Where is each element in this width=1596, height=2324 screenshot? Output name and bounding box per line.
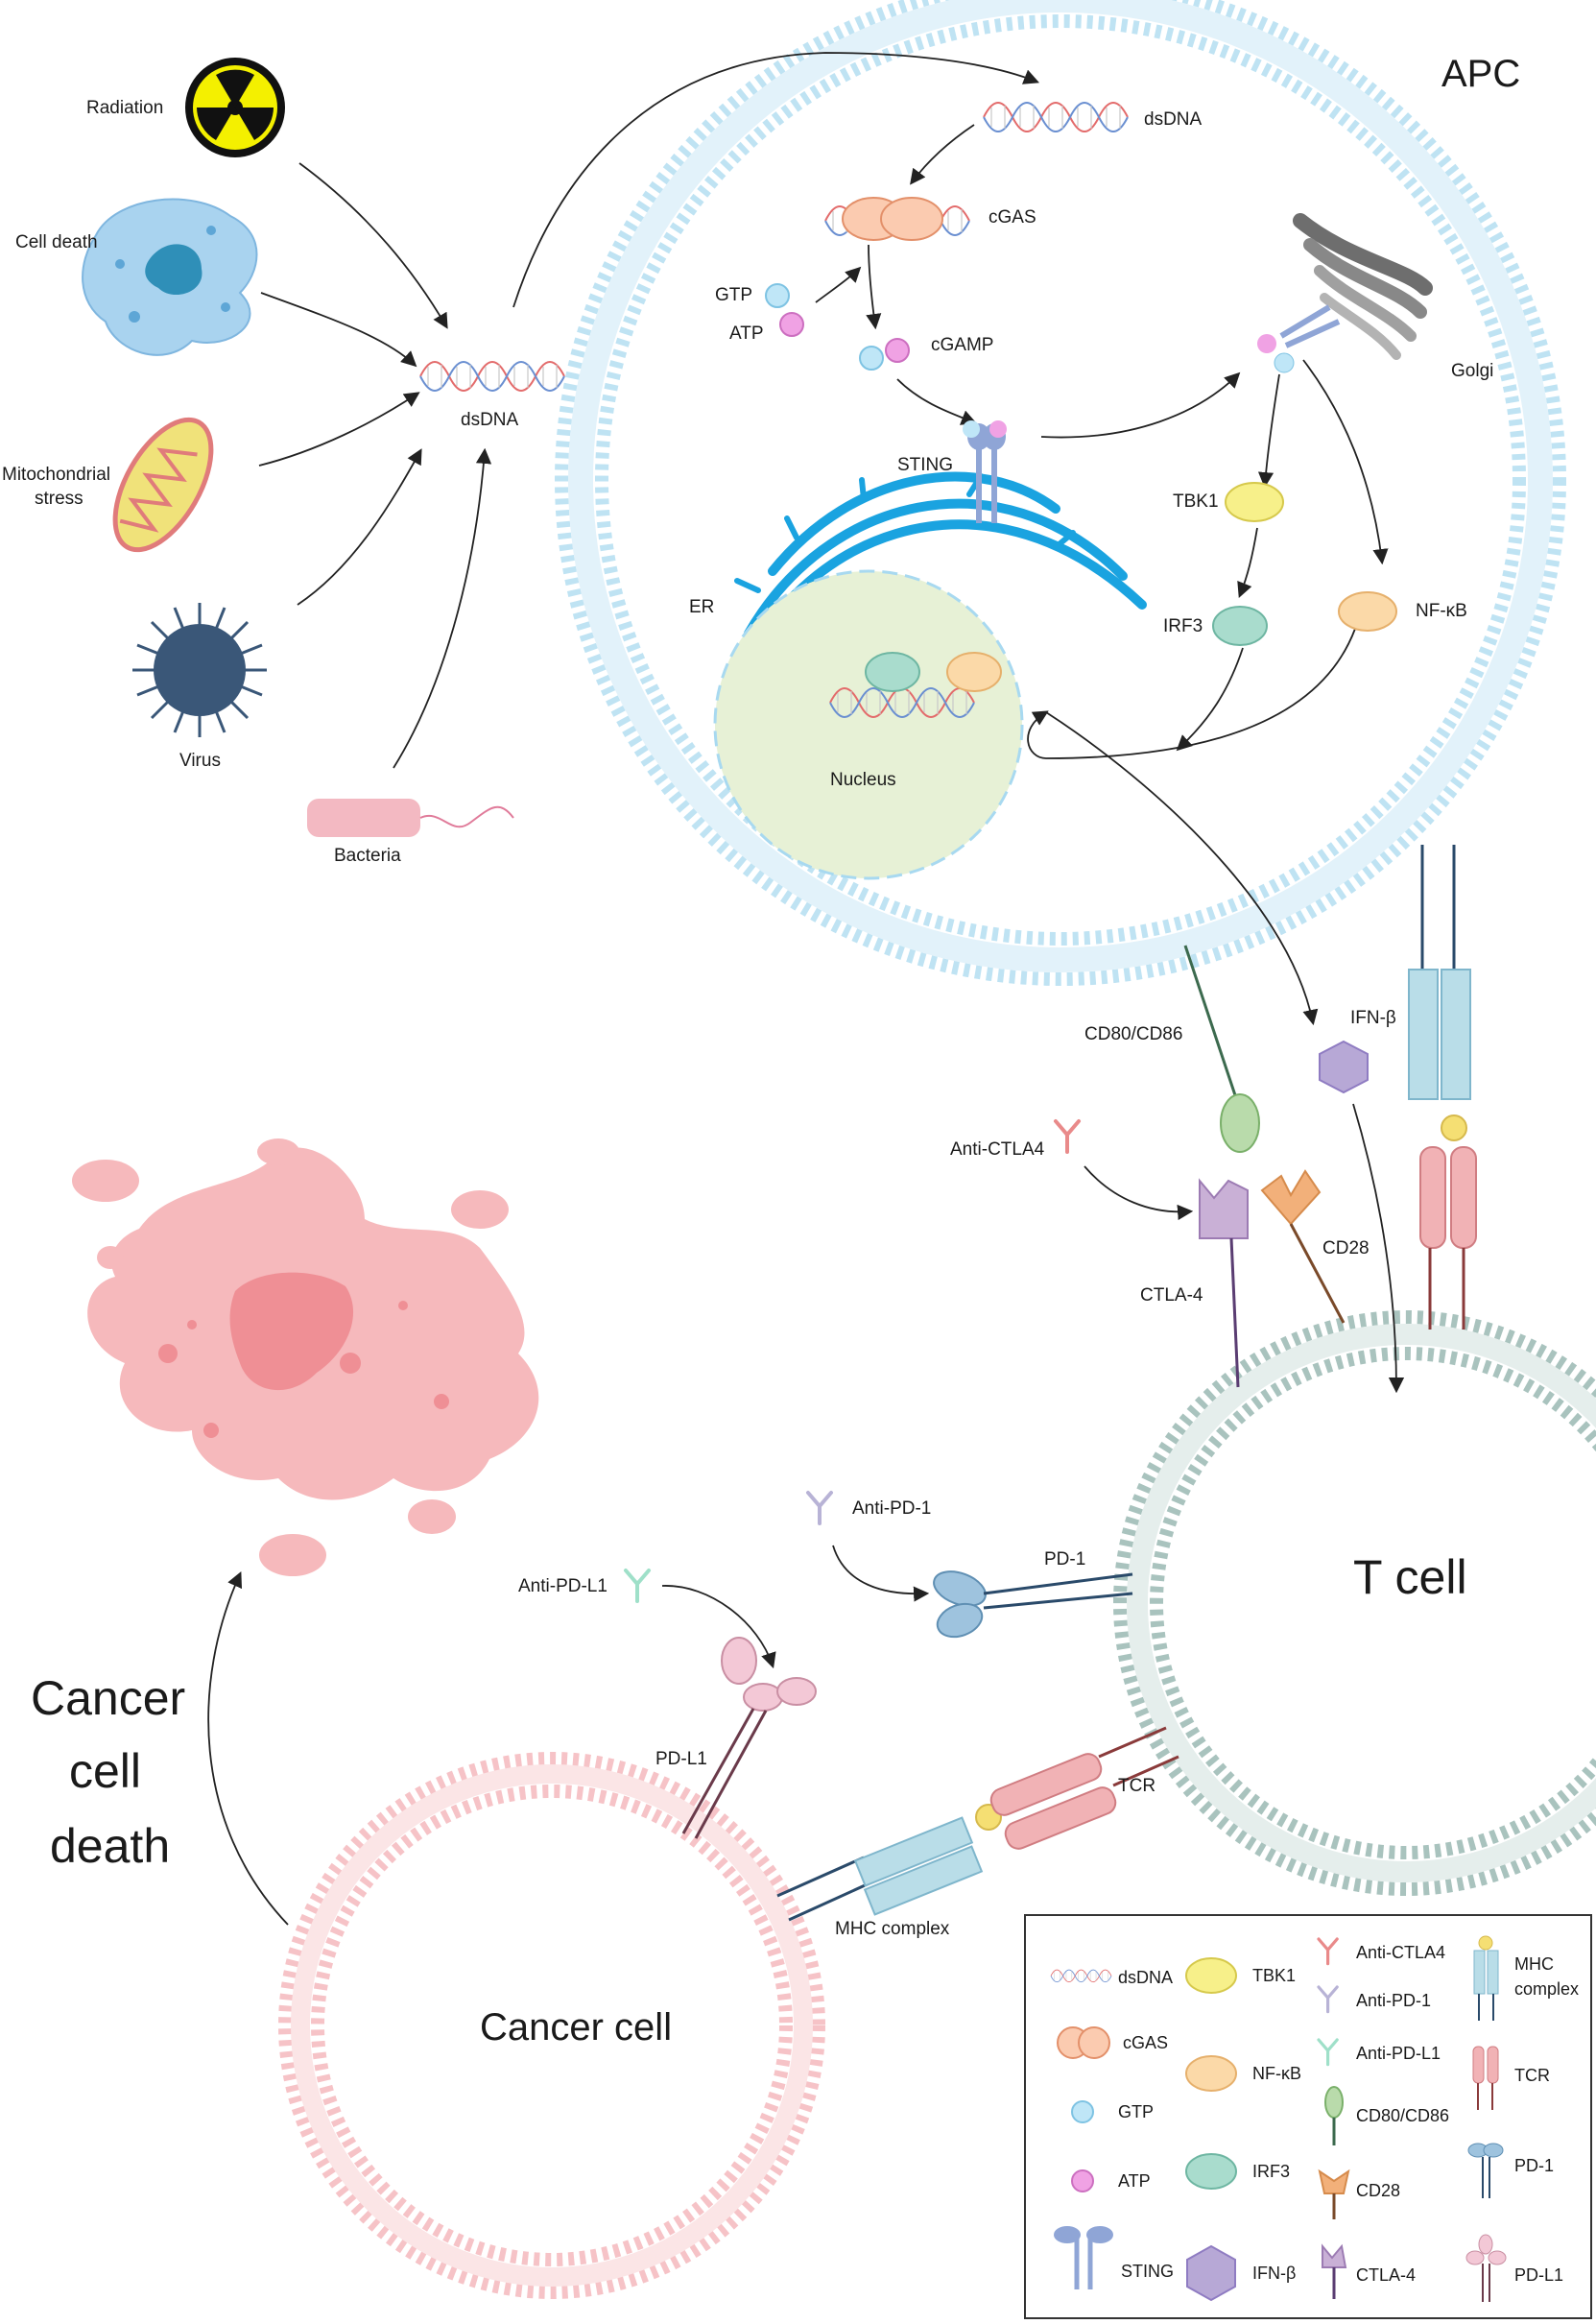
legend-gtp: GTP (1118, 2102, 1154, 2121)
label-cgamp: cGAMP (931, 335, 993, 355)
label-cell-death: Cell death (15, 232, 98, 252)
label-bacteria: Bacteria (334, 846, 401, 866)
cell-death-icon (82, 198, 258, 356)
label-pd1: PD-1 (1044, 1549, 1085, 1569)
anti-pd1-antibody (806, 1491, 833, 1525)
label-ccd-line2: cell (69, 1744, 141, 1798)
radiation-icon (185, 58, 285, 157)
label-cancer-cell: Cancer cell (480, 2006, 672, 2048)
dsdna-icon (419, 361, 565, 392)
cancer-cell (278, 1752, 825, 2299)
cgamp-molecule (859, 338, 910, 371)
legend-dsdna: dsDNA (1118, 1968, 1173, 1987)
label-cd28: CD28 (1322, 1238, 1370, 1258)
cd80-cd86-molecule (1220, 1093, 1260, 1153)
cancer-cell-debris-icon (72, 1138, 539, 1576)
tcell-tcr-top (1419, 1146, 1477, 1330)
sting-golgi-icon (1257, 304, 1341, 373)
label-ccd-line1: Cancer (31, 1671, 185, 1725)
label-cgas: cGAS (989, 207, 1036, 228)
legend-tcr: TCR (1514, 2066, 1550, 2085)
legend-mhc-line1: MHC (1514, 1954, 1554, 1974)
legend-tbk1: TBK1 (1252, 1966, 1296, 1985)
apc-cell (555, 0, 1566, 986)
legend-cgas: cGAS (1123, 2033, 1168, 2052)
label-atp: ATP (729, 323, 764, 344)
legend-atp: ATP (1118, 2171, 1151, 2191)
anti-pdl1-antibody (624, 1569, 651, 1603)
label-t-cell: T cell (1353, 1550, 1467, 1604)
label-anti-pdl1: Anti-PD-L1 (518, 1576, 607, 1596)
label-mito-line2: stress (35, 489, 83, 509)
label-ifnb: IFN-β (1350, 1008, 1396, 1028)
label-mhc-complex: MHC complex (835, 1919, 950, 1939)
label-cd80-cd86: CD80/CD86 (1084, 1024, 1182, 1044)
label-ctla4: CTLA-4 (1140, 1285, 1203, 1306)
sting-icon (963, 420, 1007, 523)
legend-pdl1: PD-L1 (1514, 2265, 1563, 2285)
nfkb-molecule (1338, 591, 1397, 632)
ifnb-molecule (1319, 1040, 1369, 1094)
label-pdl1: PD-L1 (655, 1749, 707, 1769)
legend: dsDNA cGAS GTP ATP STING TBK1 NF-κB IRF3… (1024, 1914, 1592, 2319)
legend-mhc-line2: complex (1514, 1979, 1579, 1999)
label-irf3: IRF3 (1163, 616, 1203, 636)
t-cell (1113, 1310, 1596, 1896)
label-dsdna-outside: dsDNA (461, 410, 519, 430)
irf3-molecule (1212, 606, 1268, 646)
label-ccd-line3: death (50, 1819, 170, 1873)
label-nucleus: Nucleus (830, 770, 896, 790)
legend-ctla4: CTLA-4 (1356, 2265, 1416, 2285)
legend-sting: STING (1121, 2262, 1174, 2281)
virus-icon (132, 603, 267, 737)
legend-nfkb: NF-κB (1252, 2064, 1301, 2083)
gtp-molecule (765, 283, 790, 308)
label-dsdna-inside: dsDNA (1144, 109, 1203, 130)
legend-ifnb: IFN-β (1252, 2264, 1296, 2283)
tbk1-molecule (1225, 482, 1284, 522)
label-er: ER (689, 597, 714, 617)
label-nfkb: NF-κB (1416, 601, 1467, 621)
cgas-icon (824, 197, 970, 241)
label-anti-ctla4: Anti-CTLA4 (950, 1139, 1045, 1160)
ctla4-molecule (1199, 1178, 1249, 1388)
atp-molecule (779, 312, 804, 337)
tcell-tcr-bottom (989, 1726, 1179, 1850)
label-golgi: Golgi (1451, 361, 1493, 381)
golgi-icon (1293, 213, 1433, 360)
cd28-molecule (1260, 1169, 1346, 1324)
label-apc: APC (1441, 53, 1520, 95)
label-radiation: Radiation (86, 98, 163, 118)
mitochondria-icon (112, 417, 214, 553)
bacteria-icon (307, 799, 514, 837)
label-gtp: GTP (715, 285, 752, 305)
label-anti-pd1: Anti-PD-1 (852, 1498, 931, 1519)
legend-anti-ctla4: Anti-CTLA4 (1356, 1943, 1445, 1962)
label-tbk1: TBK1 (1173, 491, 1219, 512)
legend-anti-pdl1: Anti-PD-L1 (1356, 2044, 1441, 2063)
pd1-molecule (933, 1570, 1133, 1639)
label-mito-line1: Mitochondrial (2, 465, 110, 485)
nucleus (713, 569, 1024, 880)
dsdna-inside-icon (983, 102, 1129, 132)
legend-cd28: CD28 (1356, 2181, 1400, 2200)
label-sting: STING (897, 455, 953, 475)
anti-ctla4-antibody (1054, 1119, 1081, 1154)
label-tcr: TCR (1118, 1776, 1155, 1796)
legend-cd80-cd86: CD80/CD86 (1356, 2106, 1449, 2125)
apc-mhc-complex (1408, 845, 1471, 1141)
label-virus: Virus (179, 751, 221, 771)
cancer-mhc-complex (776, 1804, 1002, 1922)
legend-anti-pd1: Anti-PD-1 (1356, 1991, 1431, 2010)
pdl1-molecule (681, 1637, 817, 1839)
legend-pd1: PD-1 (1514, 2156, 1554, 2175)
legend-irf3: IRF3 (1252, 2162, 1290, 2181)
